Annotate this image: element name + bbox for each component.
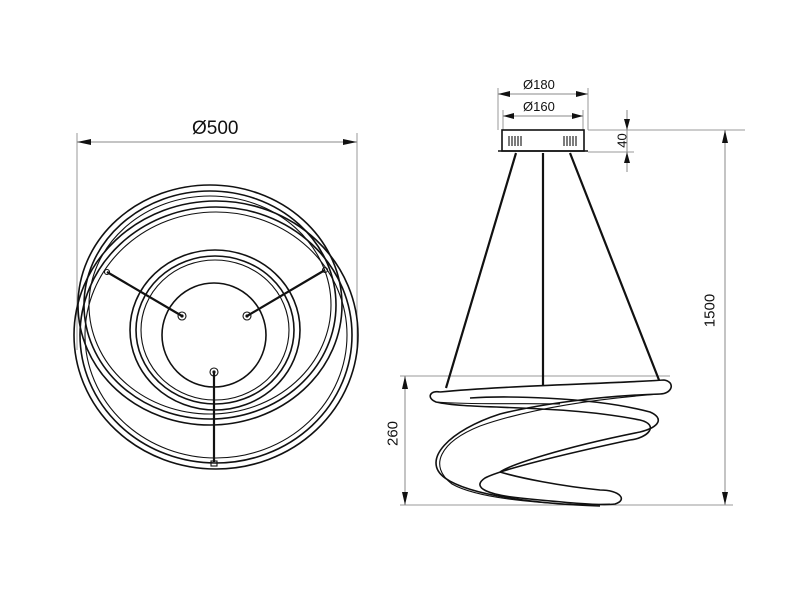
suspension-cables (444, 152, 661, 389)
outer-ring-upper (77, 184, 343, 426)
canopy-vents-right (563, 136, 577, 146)
spiral-shade (429, 379, 672, 507)
canopy-diameter-dimensions (497, 88, 589, 130)
top-view (73, 133, 359, 470)
canopy-height-dimension (588, 110, 745, 172)
total-height-label: 1500 (701, 293, 719, 328)
canopy (498, 129, 588, 152)
suspension-rods (103, 266, 329, 467)
shade-height-dimension (400, 375, 670, 505)
outer-ring-lower (73, 200, 359, 470)
top-diameter-label: Ø500 (192, 118, 239, 139)
shade-height-label: 260 (384, 420, 402, 447)
canopy-height-label: 40 (614, 133, 630, 148)
side-view (400, 88, 745, 507)
canopy-vents-left (508, 136, 522, 146)
canopy-outer-diameter-label: Ø180 (523, 77, 555, 92)
canopy-inner-diameter-label: Ø160 (523, 99, 555, 114)
